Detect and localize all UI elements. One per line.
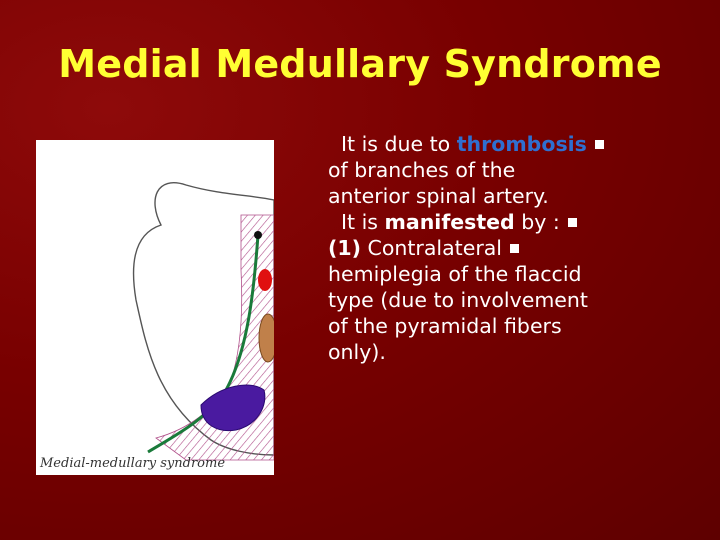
item-number: (1) <box>328 236 362 260</box>
p2-rest: by : <box>514 210 560 234</box>
nucleus-dot <box>254 231 262 239</box>
slide-title: Medial Medullary Syndrome <box>58 42 662 86</box>
p1-line2: of branches of the <box>328 158 516 182</box>
bullet-square-icon <box>510 244 520 253</box>
bullet-line-3: (1) Contralateral <box>328 235 688 261</box>
body-text: It is due to thrombosis of branches of t… <box>328 131 688 365</box>
diagram-caption: Medial-medullary syndrome <box>40 456 226 471</box>
p1-intro: It is due to <box>341 132 457 156</box>
medial-lemniscus <box>258 313 274 363</box>
keyword-thrombosis: thrombosis <box>456 132 587 156</box>
p1-line3: anterior spinal artery. <box>328 184 549 208</box>
keyword-manifested: manifested <box>384 210 515 234</box>
p3-rest: Contralateral <box>361 236 503 260</box>
bullet-square-icon <box>567 218 577 227</box>
bullet-line-1: It is due to thrombosis <box>328 131 688 157</box>
medulla-outline <box>132 182 274 456</box>
medulla-drawing <box>132 182 274 461</box>
medulla-diagram: Medial-medullary syndrome <box>36 140 274 475</box>
p2-intro: It is <box>341 210 385 234</box>
p3-line2: hemiplegia of the flaccid <box>328 262 582 286</box>
bullet-line-2: It is manifested by : <box>328 209 688 235</box>
p3-line5: only). <box>328 340 386 364</box>
p3-line4: of the pyramidal fibers <box>328 314 562 338</box>
red-structure <box>258 269 272 291</box>
p3-line3: type (due to involvement <box>328 288 588 312</box>
pyramid <box>200 384 266 432</box>
bullet-square-icon <box>594 140 604 149</box>
